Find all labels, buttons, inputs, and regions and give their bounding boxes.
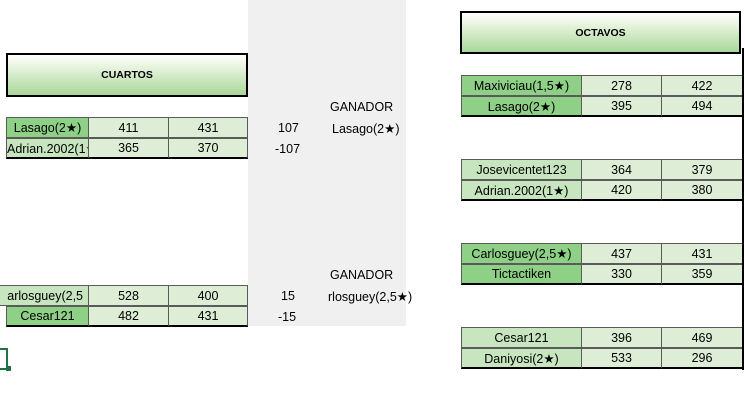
diff-value[interactable]: -15 — [278, 310, 297, 324]
octavos-header[interactable]: OCTAVOS — [460, 11, 741, 54]
score-cell[interactable]: 533 — [581, 348, 661, 369]
score-cell[interactable]: 379 — [661, 159, 742, 180]
score-cell[interactable]: 400 — [168, 285, 248, 306]
score-cell[interactable]: 365 — [88, 138, 168, 159]
cuartos-header[interactable]: CUARTOS — [6, 53, 248, 97]
player-name-cell[interactable]: arlosguey(2,5 — [0, 285, 88, 306]
player-name-cell[interactable]: Tictactiken — [461, 264, 581, 285]
player-name-cell[interactable]: Adrian.2002(1★ — [6, 138, 88, 159]
player-name-cell[interactable]: Daniyosi(2★) — [461, 348, 581, 369]
score-cell[interactable]: 494 — [661, 96, 742, 117]
ganador-name-2[interactable]: rlosguey(2,5★) — [328, 290, 413, 304]
score-cell[interactable]: 411 — [88, 117, 168, 138]
octavos-row: Josevicentet123 364 379 — [461, 159, 742, 180]
octavos-row: Tictactiken 330 359 — [461, 264, 742, 285]
octavos-row: Lasago(2★) 395 494 — [461, 96, 742, 117]
cuartos-row: Cesar121 482 431 — [6, 306, 248, 327]
cuartos-row: arlosguey(2,5 528 400 — [0, 285, 248, 306]
score-cell[interactable]: 380 — [661, 180, 742, 201]
score-cell[interactable]: 528 — [88, 285, 168, 306]
diff-value[interactable]: 107 — [278, 121, 299, 135]
cuartos-header-label: CUARTOS — [101, 69, 153, 81]
score-cell[interactable]: 396 — [581, 327, 661, 348]
score-cell[interactable]: 359 — [661, 264, 742, 285]
score-cell[interactable]: 482 — [88, 306, 168, 327]
ganador-label-1[interactable]: GANADOR — [330, 100, 394, 114]
octavos-header-label: OCTAVOS — [575, 26, 626, 39]
cuartos-row: Lasago(2★) 411 431 — [6, 117, 248, 138]
score-cell[interactable]: 431 — [661, 243, 742, 264]
score-cell[interactable]: 330 — [581, 264, 661, 285]
player-name-cell[interactable]: Cesar121 — [6, 306, 88, 327]
cuartos-row: Adrian.2002(1★ 365 370 — [6, 138, 248, 159]
ganador-label-2[interactable]: GANADOR — [330, 268, 394, 282]
score-cell[interactable]: 420 — [581, 180, 661, 201]
ganador-name-1[interactable]: Lasago(2★) — [332, 122, 400, 136]
score-cell[interactable]: 395 — [581, 96, 661, 117]
score-cell[interactable]: 370 — [168, 138, 248, 159]
player-name-cell[interactable]: Maxiviciau(1,5★) — [461, 75, 581, 96]
active-cell-selection[interactable] — [0, 348, 8, 370]
player-name-cell[interactable]: Lasago(2★) — [6, 117, 88, 138]
diff-value[interactable]: 15 — [281, 289, 295, 303]
score-cell[interactable]: 364 — [581, 159, 661, 180]
octavos-row: Maxiviciau(1,5★) 278 422 — [461, 75, 742, 96]
fill-handle[interactable] — [6, 366, 11, 371]
table-right-border — [742, 48, 744, 370]
player-name-cell[interactable]: Carlosguey(2,5★) — [461, 243, 581, 264]
shaded-column — [248, 0, 406, 326]
score-cell[interactable]: 431 — [168, 306, 248, 327]
score-cell[interactable]: 437 — [581, 243, 661, 264]
octavos-row: Cesar121 396 469 — [461, 327, 742, 348]
player-name-cell[interactable]: Lasago(2★) — [461, 96, 581, 117]
score-cell[interactable]: 296 — [661, 348, 742, 369]
player-name-cell[interactable]: Adrian.2002(1★) — [461, 180, 581, 201]
score-cell[interactable]: 469 — [661, 327, 742, 348]
score-cell[interactable]: 431 — [168, 117, 248, 138]
octavos-row: Adrian.2002(1★) 420 380 — [461, 180, 742, 201]
score-cell[interactable]: 422 — [661, 75, 742, 96]
diff-value[interactable]: -107 — [275, 142, 301, 156]
octavos-row: Carlosguey(2,5★) 437 431 — [461, 243, 742, 264]
player-name-cell[interactable]: Cesar121 — [461, 327, 581, 348]
octavos-row: Daniyosi(2★) 533 296 — [461, 348, 742, 369]
player-name-text: arlosguey(2,5 — [7, 288, 83, 303]
player-name-cell[interactable]: Josevicentet123 — [461, 159, 581, 180]
score-cell[interactable]: 278 — [581, 75, 661, 96]
